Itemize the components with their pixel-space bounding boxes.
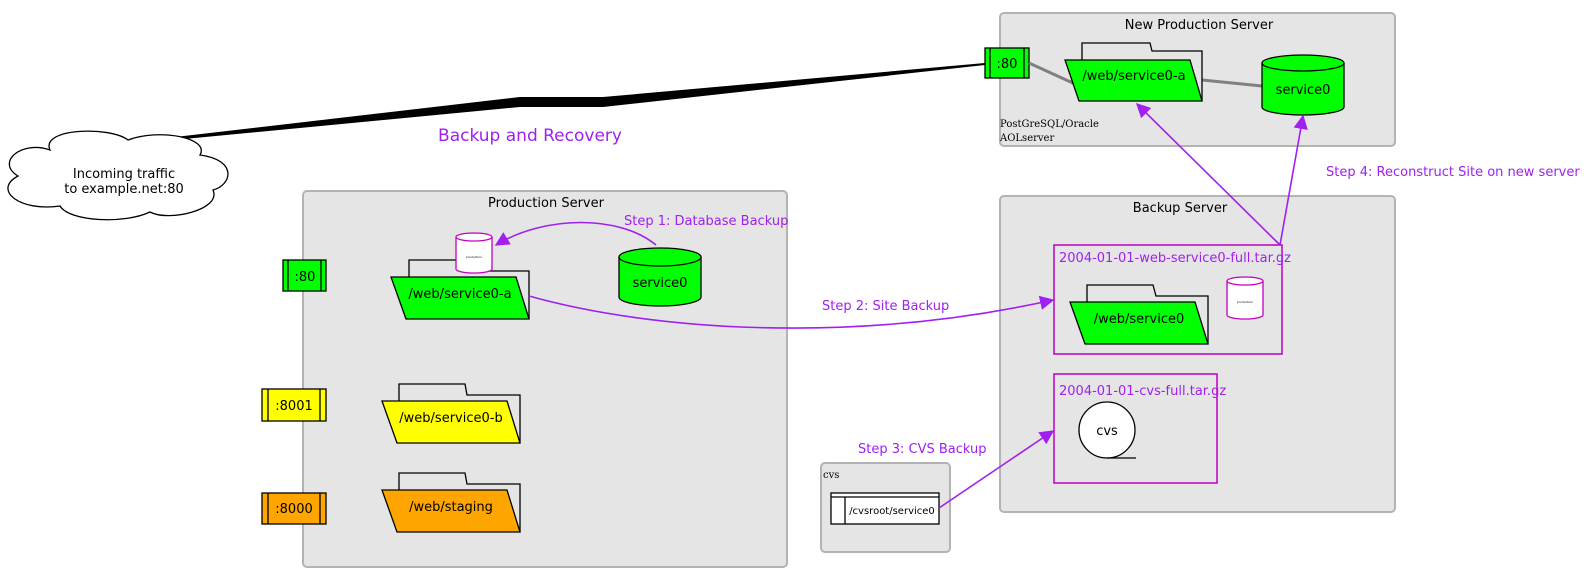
step4-label: Step 4: Reconstruct Site on new server [1326,165,1580,180]
folder-prod-service0-b-label: /web/service0-b [399,411,502,426]
db-small-production: production [455,232,493,274]
cloud-node: Incoming traffic to example.net:80 [7,130,229,221]
folder-prod-service0-a: /web/service0-a [390,259,530,320]
folder-staging: /web/staging [381,472,521,533]
cvsroot-node: /cvsroot/service0 [830,492,940,525]
archive-cvs: 2004-01-01-cvs-full.tar.gz [1053,373,1226,484]
folder-prod-service0-a-label: /web/service0-a [408,287,511,302]
diagram-title: Backup and Recovery [438,126,622,146]
edge-step4-db [1279,114,1308,246]
edge-step1 [494,221,657,246]
archive-cvs-label: 2004-01-01-cvs-full.tar.gz [1059,384,1226,399]
cluster-backup-label: Backup Server [1133,201,1228,216]
folder-staging-label: /web/staging [409,500,493,515]
port-new-80: :80 [984,47,1030,79]
port-new-80-label: :80 [997,57,1018,72]
cloud-line-1: Incoming traffic [73,167,175,182]
new-production-note-db: PostGreSQL/Oracle [1000,119,1099,130]
folder-backup-service0-label: /web/service0 [1094,312,1184,327]
db-small-backup: production [1226,276,1264,320]
folder-prod-service0-b: /web/service0-b [381,383,521,444]
folder-new-service0-a: /web/service0-a [1064,42,1203,102]
db-prod-service0-label: service0 [633,276,688,291]
cluster-production-label: Production Server [488,196,605,211]
edge-step2 [528,295,1055,329]
new-production-note-server: AOLserver [999,133,1054,144]
db-small-production-label: production [466,255,482,259]
port-8001: :8001 [261,388,327,422]
cvs-tape-label: cvs [1096,424,1118,439]
edge-step3 [938,430,1055,509]
link-folder-to-db [1201,78,1263,88]
link-port-to-folder [1028,61,1076,86]
step3-label: Step 3: CVS Backup [858,442,987,457]
cvs-tape-node: cvs [1078,401,1136,459]
traffic-edge [132,63,985,144]
port-8000-label: :8000 [275,502,312,517]
port-80-label: :80 [295,270,316,285]
edge-step4-folder [1135,102,1281,246]
cluster-new-production-label: New Production Server [1125,18,1274,33]
folder-backup-service0: /web/service0 [1069,284,1209,345]
port-8000: :8000 [261,492,327,525]
cluster-cvs-label: cvs [823,470,839,481]
db-prod-service0: service0 [618,247,702,307]
archive-web-label: 2004-01-01-web-service0-full.tar.gz [1059,251,1291,266]
port-8001-label: :8001 [275,399,312,414]
db-new-service0-label: service0 [1276,83,1331,98]
step1-label: Step 1: Database Backup [624,214,788,229]
step2-label: Step 2: Site Backup [822,299,949,314]
db-small-backup-label: production [1237,300,1253,304]
cluster-production: Production Server [302,190,788,568]
folder-new-service0-a-label: /web/service0-a [1082,69,1185,84]
db-new-service0: service0 [1261,54,1345,116]
cloud-line-2: to example.net:80 [64,182,184,197]
port-80: :80 [282,259,327,292]
cvsroot-label: /cvsroot/service0 [849,506,935,517]
